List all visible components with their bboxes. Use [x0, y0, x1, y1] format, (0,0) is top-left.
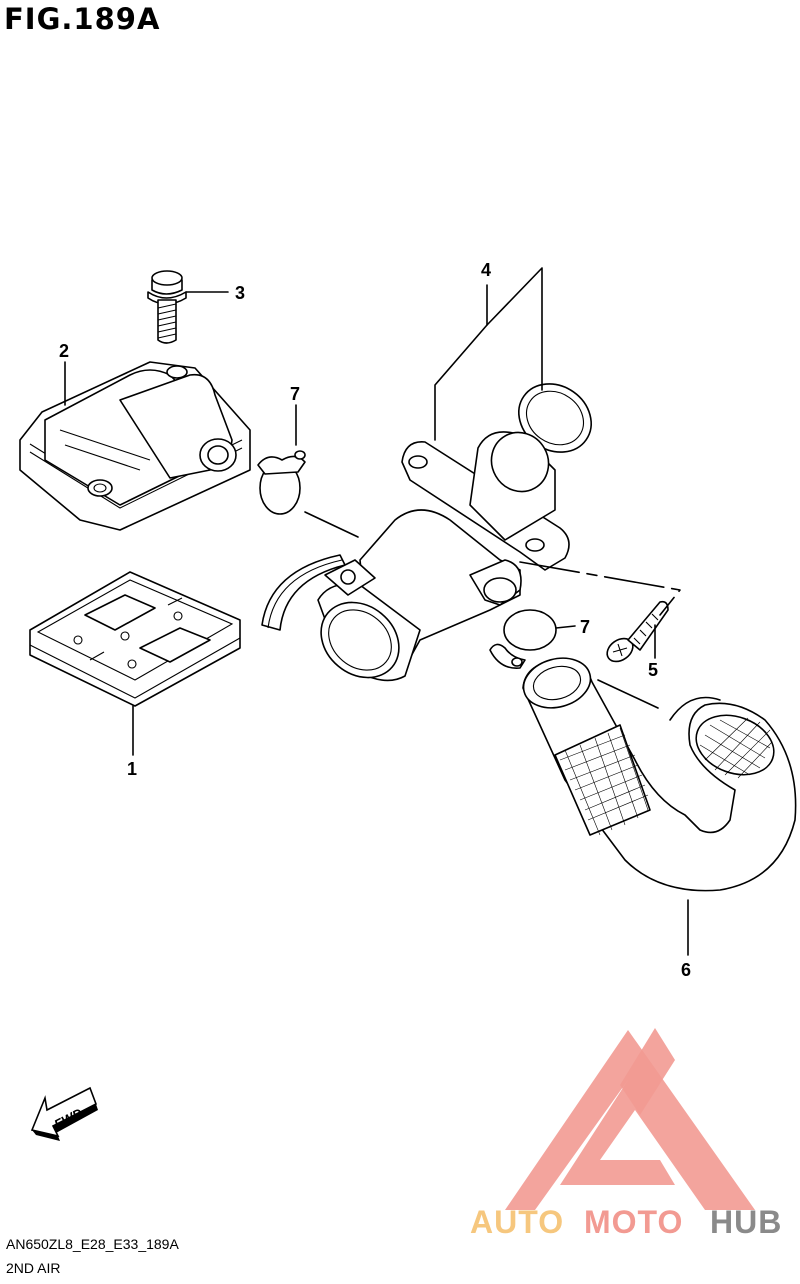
model-code: AN650ZL8_E28_E33_189A [6, 1236, 179, 1252]
callout-6: 6 [681, 960, 691, 980]
part-7-clip-lower [489, 609, 557, 669]
callout-5: 5 [648, 660, 658, 680]
fwd-arrow-icon: FWD [30, 1086, 98, 1141]
callout-3: 3 [235, 283, 245, 303]
watermark-triangle-icon [505, 1030, 755, 1210]
watermark-logo: AUTO MOTO HUB [470, 1028, 782, 1240]
watermark-hub: HUB [710, 1204, 782, 1240]
part-4-valve [261, 383, 592, 682]
part-5-screw [606, 600, 669, 663]
figure-title: FIG.189A [4, 2, 161, 36]
callout-4: 4 [481, 260, 491, 280]
watermark-auto: AUTO [470, 1204, 564, 1240]
callout-7-upper: 7 [290, 384, 300, 404]
callout-1: 1 [127, 759, 137, 779]
callout-7-lower: 7 [580, 617, 590, 637]
part-2-cover [19, 361, 251, 531]
part-3-bolt [147, 270, 187, 344]
part-7-clip-upper [257, 450, 306, 515]
part-6-hose [522, 657, 797, 892]
figure-caption: 2ND AIR [6, 1260, 61, 1276]
callout-2: 2 [59, 341, 69, 361]
watermark-moto: MOTO [584, 1204, 683, 1240]
part-1-gasket [29, 571, 241, 707]
